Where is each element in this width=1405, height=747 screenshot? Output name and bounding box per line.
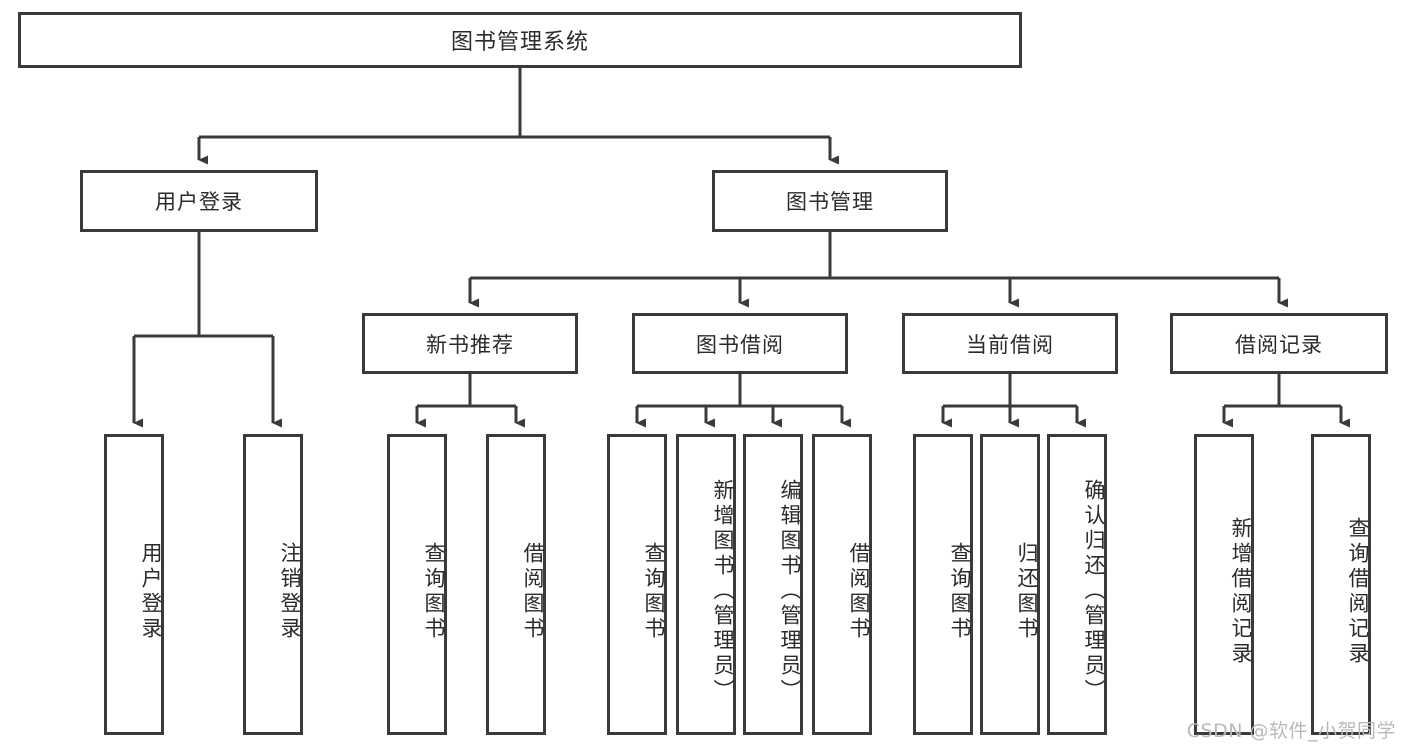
node-book-borrow[interactable]: 图书借阅	[632, 313, 848, 374]
leaf-label: 查询图书	[948, 541, 972, 642]
node-user-login[interactable]: 用户登录	[80, 170, 318, 232]
leaf-confirm-return-admin[interactable]: 确认归还（管理员）	[1047, 434, 1107, 735]
node-current-borrow[interactable]: 当前借阅	[902, 313, 1118, 374]
watermark: CSDN @软件_小贺同学	[1186, 720, 1396, 742]
leaf-label: 用户登录	[139, 541, 163, 642]
leaf-borrow-book-recommend[interactable]: 借阅图书	[486, 434, 546, 735]
leaf-query-book-borrow[interactable]: 查询图书	[607, 434, 667, 735]
leaf-label: 借阅图书	[847, 541, 871, 642]
leaf-user-login[interactable]: 用户登录	[104, 434, 164, 735]
leaf-add-borrow-record[interactable]: 新增借阅记录	[1194, 434, 1254, 735]
leaf-label: 查询图书	[642, 541, 666, 642]
leaf-label: 新增借阅记录	[1229, 516, 1253, 667]
leaf-label: 借阅图书	[521, 541, 545, 642]
leaf-label: 新增图书（管理员）	[711, 479, 735, 704]
leaf-query-borrow-record[interactable]: 查询借阅记录	[1311, 434, 1371, 735]
leaf-label: 查询借阅记录	[1346, 516, 1370, 667]
leaf-label: 编辑图书（管理员）	[778, 479, 802, 704]
leaf-query-book-current[interactable]: 查询图书	[913, 434, 973, 735]
leaf-label: 确认归还（管理员）	[1082, 479, 1106, 704]
leaf-query-book-recommend[interactable]: 查询图书	[387, 434, 447, 735]
leaf-add-book-admin[interactable]: 新增图书（管理员）	[676, 434, 736, 735]
node-new-book-recommend[interactable]: 新书推荐	[362, 313, 578, 374]
leaf-borrow-book[interactable]: 借阅图书	[812, 434, 872, 735]
leaf-label: 归还图书	[1015, 541, 1039, 642]
leaf-edit-book-admin[interactable]: 编辑图书（管理员）	[743, 434, 803, 735]
node-book-management[interactable]: 图书管理	[712, 170, 948, 232]
leaf-user-logout[interactable]: 注销登录	[243, 434, 303, 735]
leaf-label: 查询图书	[422, 541, 446, 642]
node-root-system[interactable]: 图书管理系统	[18, 12, 1022, 68]
leaf-return-book[interactable]: 归还图书	[980, 434, 1040, 735]
leaf-label: 注销登录	[278, 541, 302, 642]
node-borrow-records[interactable]: 借阅记录	[1170, 313, 1388, 374]
